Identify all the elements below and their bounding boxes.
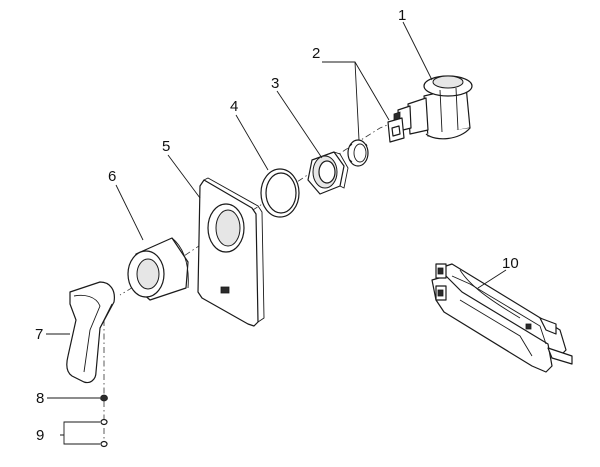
plate-logo-mark xyxy=(220,286,230,294)
callout-7: 7 xyxy=(35,326,43,343)
part-2-clip-and-ring xyxy=(347,117,405,167)
callout-6: 6 xyxy=(108,168,116,185)
callout-10: 10 xyxy=(502,255,519,272)
part-8-screw xyxy=(100,394,108,402)
callout-8: 8 xyxy=(36,390,44,407)
callout-5: 5 xyxy=(162,138,170,155)
callout-9: 9 xyxy=(36,427,44,444)
part-10-tool xyxy=(431,263,573,373)
part-3-nut xyxy=(307,151,349,195)
leader-lines xyxy=(46,21,507,445)
part-9-plugs xyxy=(100,418,108,448)
callout-4: 4 xyxy=(230,98,238,115)
part-1-cartridge xyxy=(393,75,473,140)
callout-labels: 1 2 3 4 5 6 7 8 9 10 xyxy=(35,7,519,444)
callout-2: 2 xyxy=(312,45,320,62)
callout-3: 3 xyxy=(271,75,279,92)
part-4-o-ring xyxy=(260,168,300,218)
callout-1: 1 xyxy=(398,7,406,24)
part-7-lever-handle xyxy=(66,281,115,384)
part-5-cover-plate xyxy=(197,177,265,327)
part-6-sleeve xyxy=(127,237,189,301)
